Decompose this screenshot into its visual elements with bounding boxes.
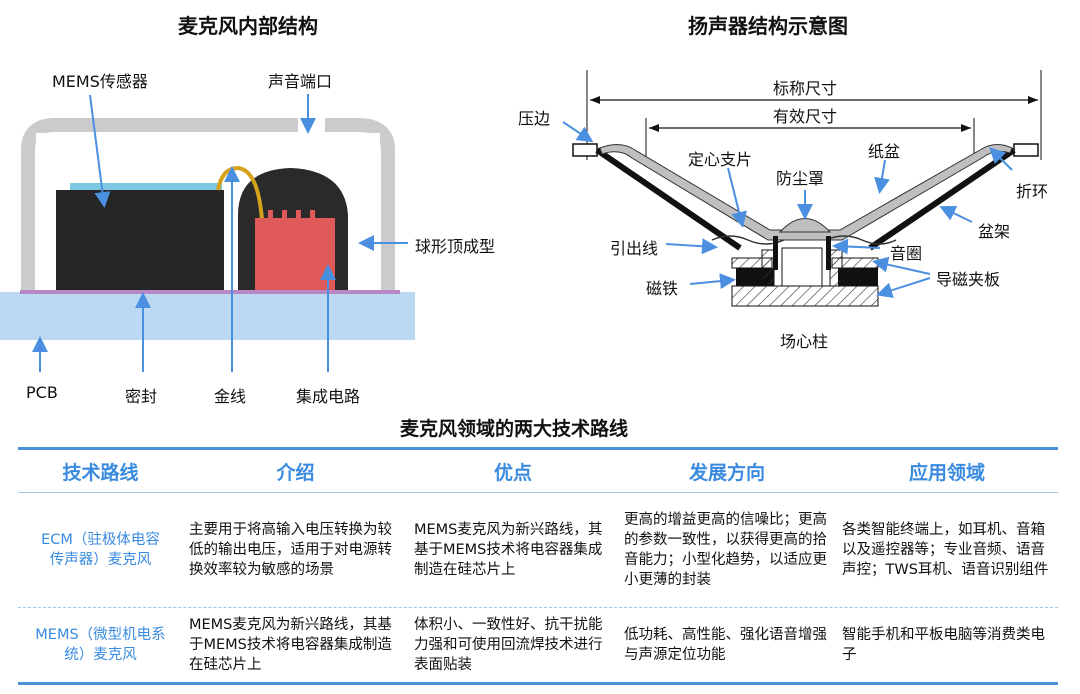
label-nominal-size: 标称尺寸 — [773, 79, 838, 98]
label-pole: 场心柱 — [780, 332, 829, 351]
label-effective-size: 有效尺寸 — [773, 107, 838, 126]
label-seal: 密封 — [125, 387, 158, 406]
mic-title: 麦克风内部结构 — [178, 14, 318, 38]
label-sound-port: 声音端口 — [268, 72, 333, 91]
row-intro: MEMS麦克风为新兴路线，其基于MEMS技术将电容器集成制造在硅芯片上 — [189, 617, 392, 673]
table-title: 麦克风领域的两大技术路线 — [400, 418, 629, 440]
table-header: 技术路线 介绍 优点 发展方向 应用领域 — [18, 450, 1058, 493]
table-row: ECM（驻极体电容传声器）麦克风 主要用于将高输入电压转换为较低的输出电压，适用… — [18, 493, 1058, 608]
row-pros: MEMS麦克风为新兴路线，其基于MEMS技术将电容器集成制造在硅芯片上 — [414, 522, 603, 578]
row-direction: 低功耗、高性能、强化语音增强与声源定位功能 — [624, 627, 827, 663]
header-route: 技术路线 — [62, 461, 139, 484]
mems-sensor-top — [70, 183, 222, 191]
integrated-circuit — [255, 218, 335, 290]
row-apps: 各类智能终端上，如耳机、音箱以及遥控器等；专业音频、语音声控；TWS耳机、语音识… — [842, 522, 1049, 578]
speaker-title: 扬声器结构示意图 — [688, 14, 848, 38]
row-name: MEMS（微型机电系统）麦克风 — [35, 627, 166, 663]
label-voice-coil: 音圈 — [890, 244, 923, 263]
row-direction: 更高的增益更高的信噪比；更高的参数一致性，以获得更高的拾音能力；小型化趋势，以适… — [624, 512, 827, 588]
label-magnet: 磁铁 — [646, 279, 679, 298]
label-surround: 折环 — [1016, 182, 1049, 201]
pole-piece — [731, 285, 879, 307]
label-dust-cap: 防尘罩 — [776, 169, 825, 188]
dust-cap — [778, 218, 832, 233]
label-basket: 盆架 — [978, 222, 1011, 241]
label-mems-sensor: MEMS传感器 — [52, 72, 148, 91]
label-pcb: PCB — [26, 383, 58, 402]
pcb-board — [0, 292, 415, 340]
label-cone: 纸盆 — [868, 142, 901, 161]
label-spider: 定心支片 — [688, 150, 753, 169]
speaker-cone — [599, 144, 1013, 241]
speaker-diagram — [572, 70, 1042, 307]
row-apps: 智能手机和平板电脑等消费类电子 — [842, 627, 1045, 663]
header-direction: 发展方向 — [688, 461, 765, 484]
row-name: ECM（驻极体电容传声器）麦克风 — [41, 532, 160, 568]
label-gold-wire: 金线 — [214, 387, 247, 406]
tech-route-table: 技术路线 介绍 优点 发展方向 应用领域 ECM（驻极体电容传声器）麦克风 主要… — [18, 447, 1058, 685]
label-lead-wire: 引出线 — [610, 239, 659, 258]
row-intro: 主要用于将高输入电压转换为较低的输出电压，适用于对电源转换效率较为敏感的场景 — [189, 522, 392, 578]
header-intro: 介绍 — [276, 461, 315, 484]
header-apps: 应用领域 — [908, 461, 985, 484]
table-row: MEMS（微型机电系统）麦克风 MEMS麦克风为新兴路线，其基于MEMS技术将电… — [18, 608, 1058, 682]
mic-housing — [21, 118, 395, 290]
label-top-plate: 导磁夹板 — [936, 270, 1001, 289]
row-pros: 体积小、一致性好、抗干扰能力强和可使用回流焊技术进行表面贴装 — [414, 617, 603, 673]
label-press-edge: 压边 — [518, 109, 551, 128]
label-dome: 球形顶成型 — [415, 237, 496, 256]
mems-sensor — [56, 190, 224, 290]
header-pros: 优点 — [493, 461, 532, 484]
microphone-diagram — [0, 70, 1042, 372]
seal-line — [20, 290, 400, 294]
label-ic: 集成电路 — [296, 387, 361, 406]
